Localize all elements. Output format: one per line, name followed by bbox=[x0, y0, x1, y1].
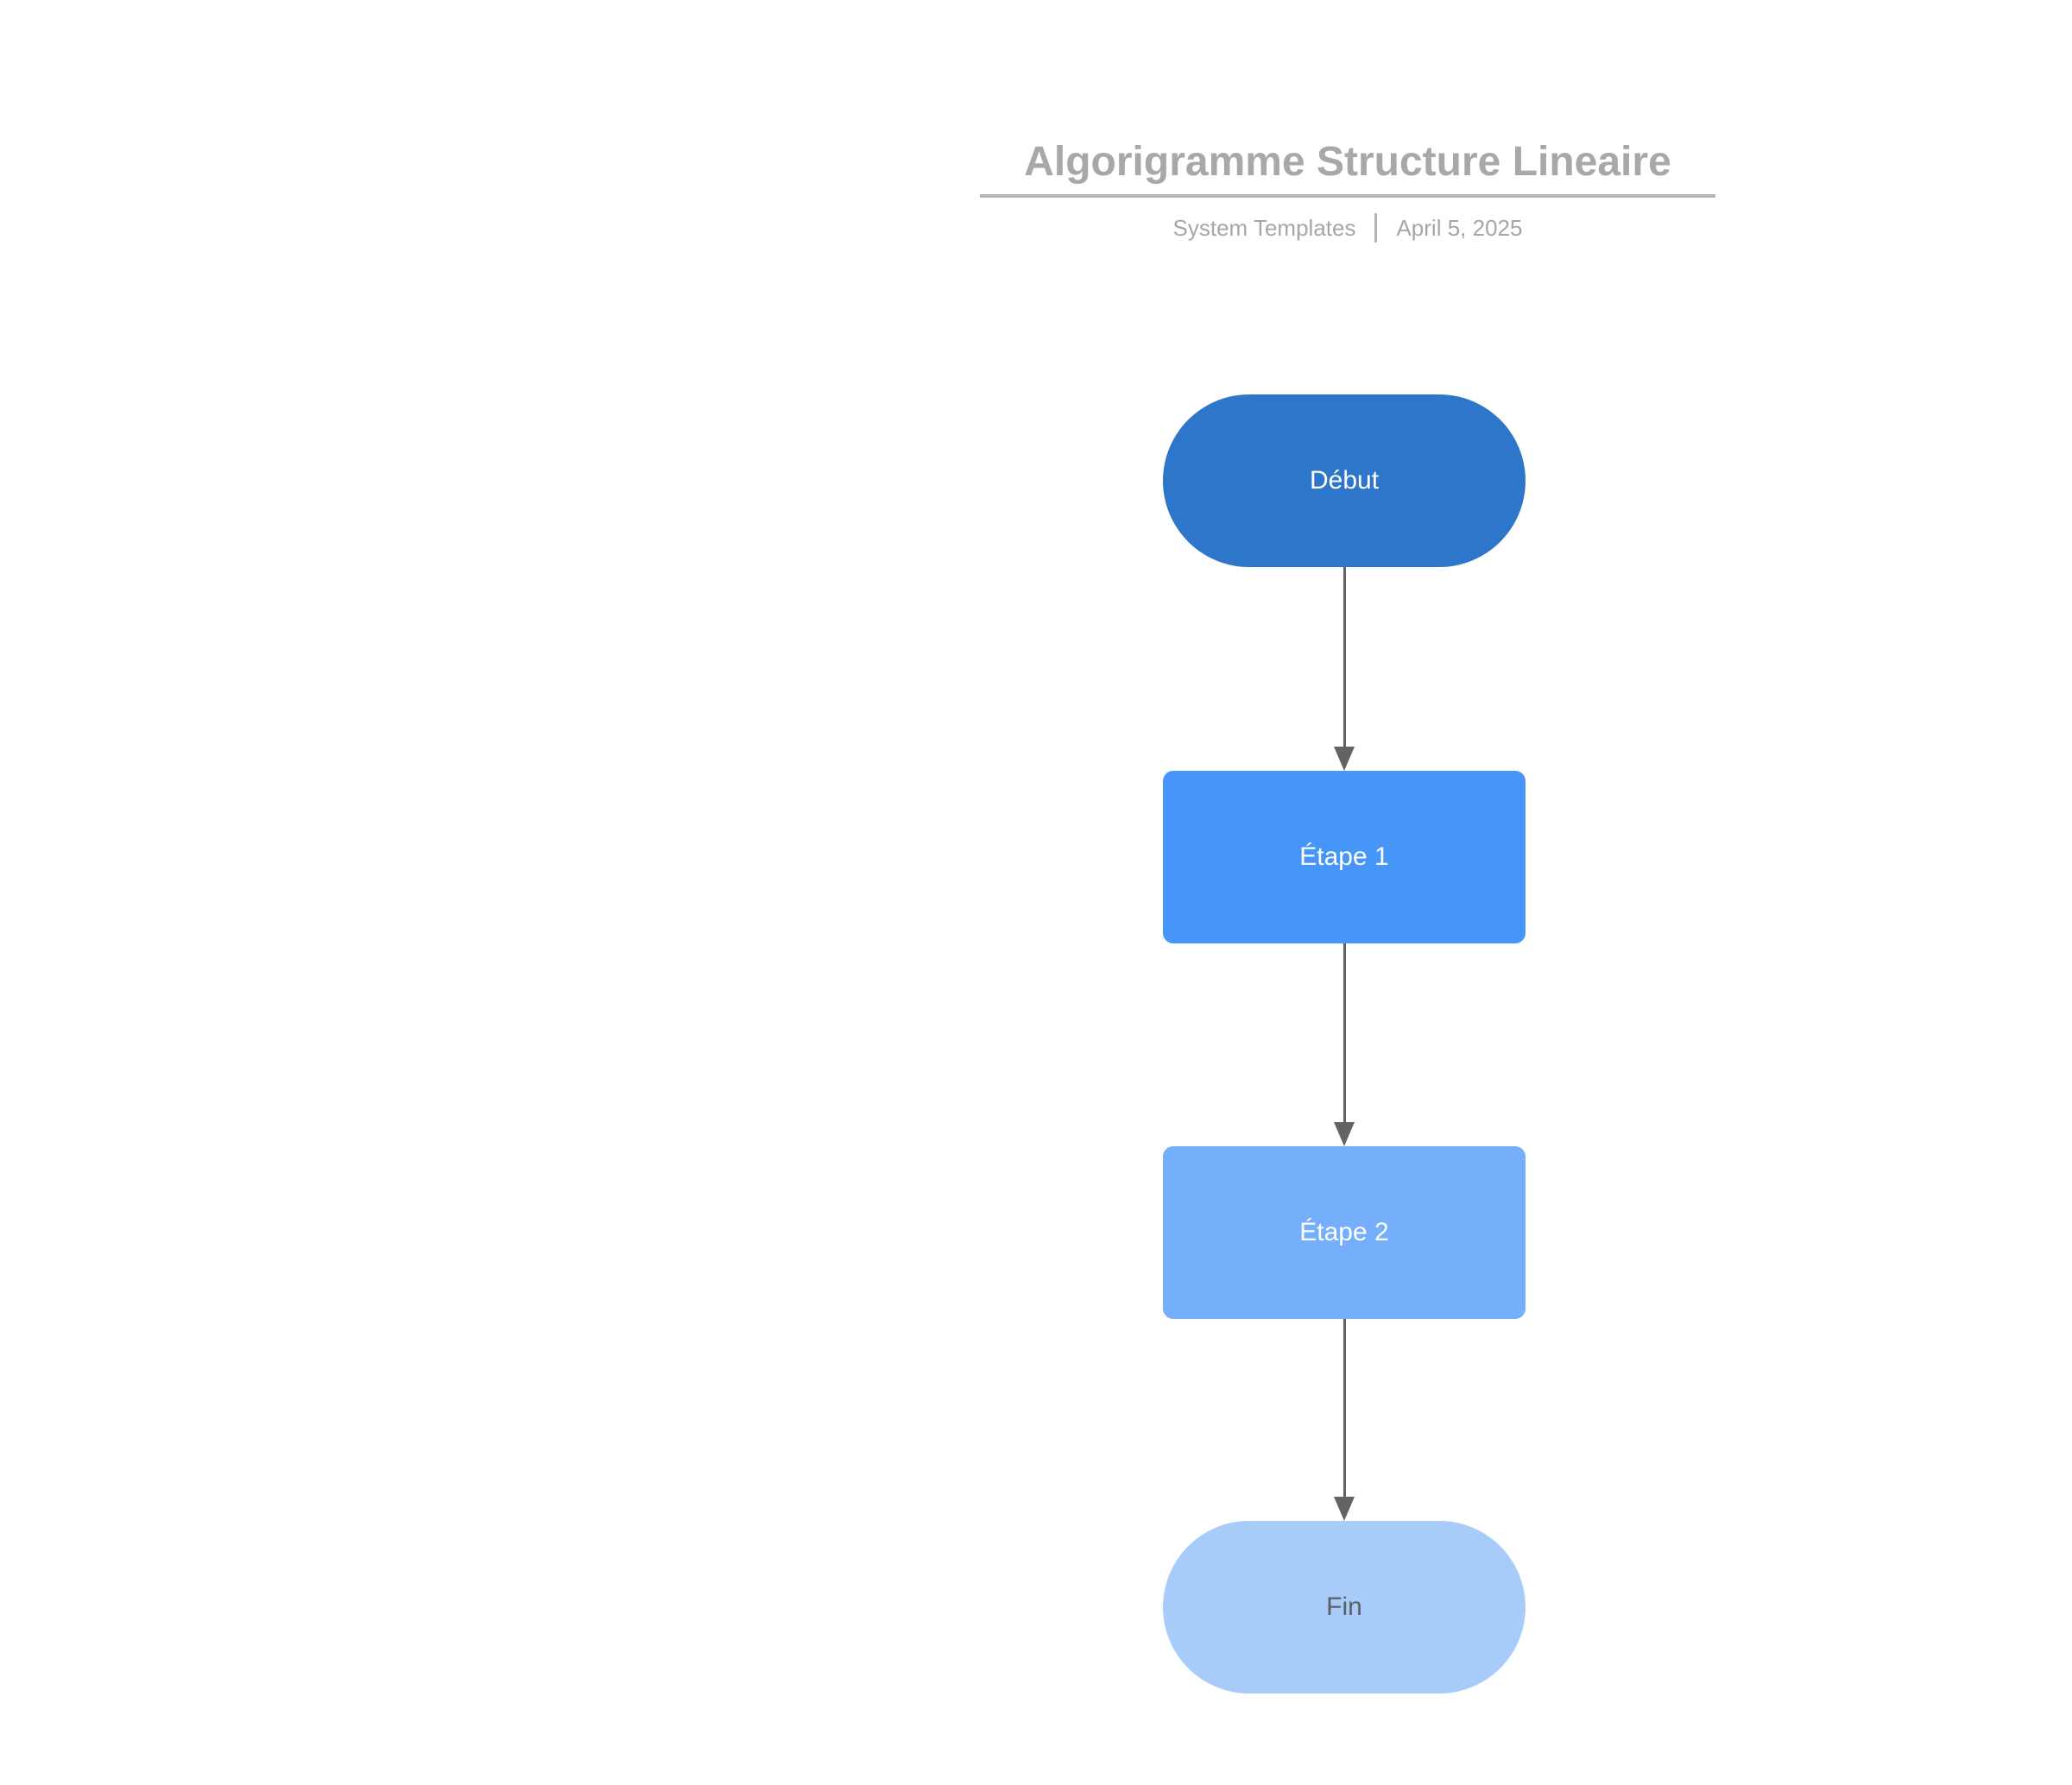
node-label: Fin bbox=[1326, 1593, 1362, 1621]
arrowhead-down-icon bbox=[1334, 747, 1355, 771]
subtitle-date: April 5, 2025 bbox=[1396, 214, 1523, 241]
connector-step1-to-step2 bbox=[1334, 943, 1355, 1146]
flow-node-start: Début bbox=[1163, 394, 1526, 567]
connector-start-to-step1 bbox=[1334, 567, 1355, 771]
connector-step2-to-end bbox=[1334, 1319, 1355, 1521]
arrow-line bbox=[1342, 567, 1346, 747]
subtitle: System Templates April 5, 2025 bbox=[980, 213, 1715, 243]
title-divider bbox=[980, 194, 1715, 199]
node-label: Étape 2 bbox=[1299, 1218, 1389, 1246]
subtitle-separator bbox=[1374, 213, 1378, 243]
flow-node-step1: Étape 1 bbox=[1163, 771, 1526, 943]
arrowhead-down-icon bbox=[1334, 1122, 1355, 1146]
subtitle-author: System Templates bbox=[1172, 214, 1356, 241]
arrow-line bbox=[1342, 943, 1346, 1122]
node-label: Étape 1 bbox=[1299, 842, 1389, 871]
header: Algorigramme Structure Lineaire System T… bbox=[980, 138, 1715, 243]
arrowhead-down-icon bbox=[1334, 1497, 1355, 1521]
page-title: Algorigramme Structure Lineaire bbox=[1024, 139, 1671, 185]
arrow-line bbox=[1342, 1319, 1346, 1497]
node-label: Début bbox=[1309, 466, 1380, 495]
flow-node-step2: Étape 2 bbox=[1163, 1146, 1526, 1319]
flow-node-end: Fin bbox=[1163, 1521, 1526, 1694]
